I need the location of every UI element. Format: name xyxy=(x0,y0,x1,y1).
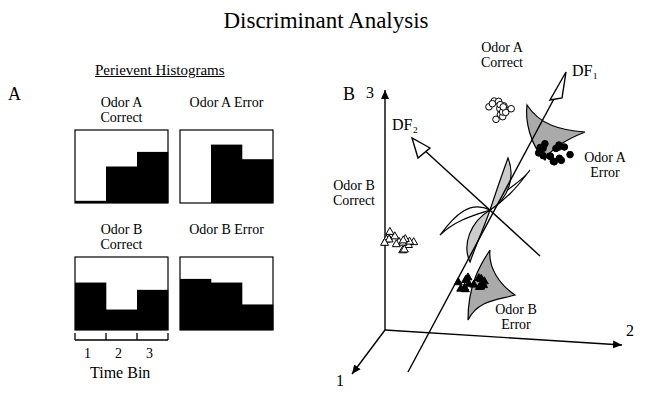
data-point xyxy=(547,153,554,160)
panel-letter: B xyxy=(343,85,355,105)
axis-label: DF₂ xyxy=(392,116,418,134)
histogram-bar xyxy=(242,304,273,330)
bin-number: 1 xyxy=(84,346,91,361)
data-point xyxy=(464,273,472,280)
panel-letter: A xyxy=(8,85,21,105)
axis-number: 3 xyxy=(366,84,374,102)
histogram-bar xyxy=(106,310,137,330)
data-point xyxy=(381,238,389,245)
bin-number: 3 xyxy=(146,346,153,361)
diagram-title: Discriminant Analysis xyxy=(0,8,652,33)
data-point xyxy=(461,284,469,291)
data-point xyxy=(461,285,469,292)
cluster-label: Odor B Error xyxy=(488,302,544,333)
data-point xyxy=(558,157,565,164)
histogram-bar xyxy=(75,283,106,330)
data-point xyxy=(399,236,407,243)
data-point xyxy=(556,142,563,149)
panel-heading: Odor A Correct xyxy=(82,95,162,126)
histogram-box xyxy=(180,130,273,203)
cluster-label: Odor A Error xyxy=(580,150,630,181)
histogram-bar xyxy=(242,159,273,203)
data-point xyxy=(400,245,408,252)
axis-label: DF₁ xyxy=(572,62,598,80)
data-point xyxy=(567,151,574,158)
cluster-label: Odor B Correct xyxy=(326,178,382,209)
axis-number: 1 xyxy=(336,372,344,390)
data-point xyxy=(470,280,478,287)
histogram-bar xyxy=(180,279,211,330)
histogram-bar xyxy=(106,167,137,204)
histogram-bar xyxy=(137,290,168,330)
histogram-bar xyxy=(211,145,242,203)
histogram-bar xyxy=(75,201,106,203)
data-point xyxy=(501,103,508,110)
histogram-box xyxy=(180,257,273,330)
histogram-box xyxy=(75,130,168,203)
histogram-panel: Odor A Error xyxy=(170,95,283,110)
data-point xyxy=(477,274,485,281)
bin-number: 2 xyxy=(115,346,122,361)
panel-heading: Odor B Correct xyxy=(82,222,162,253)
panel-heading: Odor B Error xyxy=(187,222,267,237)
panel-heading: Odor A Error xyxy=(187,95,267,110)
histogram-panel: Odor B Correct xyxy=(65,222,178,253)
cluster-label: Odor A Correct xyxy=(467,40,537,71)
histogram-panel: Odor B Error xyxy=(170,222,283,237)
axis-title: Time Bin xyxy=(90,364,150,382)
data-point xyxy=(386,227,394,234)
histogram-panel: Odor A Correct xyxy=(65,95,178,126)
section-heading: Perievent Histograms xyxy=(95,62,225,79)
axis-number: 2 xyxy=(626,322,634,340)
histogram-bar xyxy=(137,152,168,203)
histogram-bar xyxy=(211,283,242,330)
data-point xyxy=(489,100,496,107)
data-point xyxy=(547,153,554,160)
data-point xyxy=(500,104,507,111)
histogram-box xyxy=(75,257,168,330)
data-point xyxy=(493,116,500,123)
data-point xyxy=(454,278,462,285)
data-point xyxy=(535,150,542,157)
